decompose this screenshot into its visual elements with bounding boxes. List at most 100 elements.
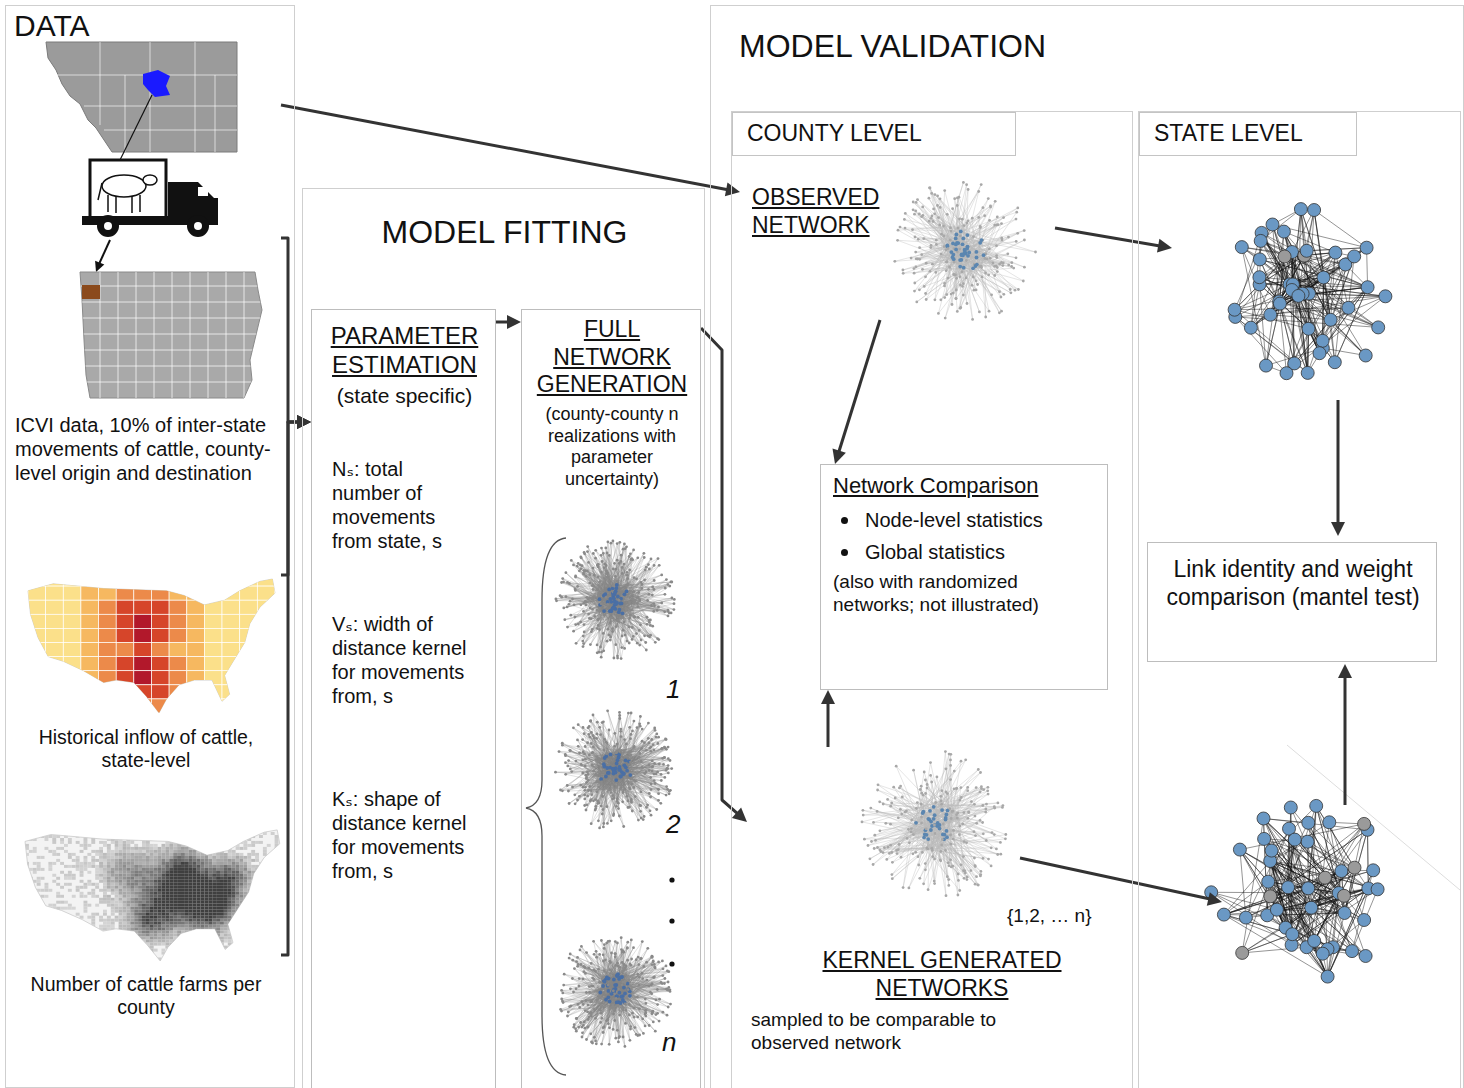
map-cell [240,847,244,850]
map-cell [154,898,158,901]
map-cell [48,904,52,907]
map-cell [134,925,138,928]
map-cell [52,874,56,877]
map-cell [150,925,154,928]
map-cell [162,904,166,907]
map-cell [216,871,220,874]
map-cell [169,916,173,919]
map-cell [240,572,258,586]
map-cell [56,910,60,913]
map-cell [165,913,169,916]
map-cell [152,657,170,671]
map-cell [158,940,162,943]
map-cell [216,913,220,916]
map-cell [204,713,222,727]
map-cell [111,877,115,880]
map-cell [257,586,275,600]
map-cell [169,600,187,614]
map-cell [193,898,197,901]
map-cell [193,871,197,874]
map-cell [80,943,84,946]
map-cell [84,859,88,862]
map-cell [201,862,205,865]
map-cell [173,874,177,877]
map-cell [201,841,205,844]
map-cell [216,904,220,907]
map-cell [177,874,181,877]
map-cell [72,832,76,835]
map-cell [247,874,251,877]
map-cell [119,847,123,850]
map-cell [228,940,232,943]
map-cell [130,943,134,946]
map-cell [80,946,84,949]
map-cell [46,586,64,600]
map-cell [111,883,115,886]
map-cell [208,844,212,847]
map-cell [232,823,236,826]
map-cell [212,895,216,898]
map-cell [103,922,107,925]
map-cell [247,916,251,919]
map-cell [216,844,220,847]
map-cell [154,889,158,892]
map-cell [247,871,251,874]
map-cell [29,946,33,949]
map-cell [107,880,111,883]
map-cell [152,713,170,727]
map-cell [123,958,127,961]
map-cell [99,643,117,657]
map-cell [185,883,189,886]
map-cell [212,955,216,958]
map-cell [154,895,158,898]
map-cell [197,868,201,871]
map-cell [41,835,45,838]
map-cell [162,868,166,871]
map-cell [63,628,81,642]
map-cell [60,829,64,832]
map-cell [243,823,247,826]
map-cell [33,829,37,832]
map-cell [165,850,169,853]
map-cell [119,949,123,952]
map-cell [123,844,127,847]
map-cell [91,856,95,859]
map-cell [236,871,240,874]
map-cell [220,904,224,907]
map-cell [91,829,95,832]
map-cell [158,850,162,853]
map-cell [99,657,117,671]
map-cell [224,922,228,925]
map-cell [243,883,247,886]
map-cell [240,880,244,883]
map-cell [46,713,64,727]
map-cell [119,841,123,844]
map-cell [138,865,142,868]
map-cell [208,850,212,853]
map-cell [236,868,240,871]
map-cell [25,889,29,892]
map-cell [165,871,169,874]
map-cell [240,952,244,955]
map-cell [134,600,152,614]
map-cell [193,880,197,883]
map-cell [162,862,166,865]
map-cell [150,946,154,949]
map-cell [80,844,84,847]
map-cell [169,847,173,850]
map-cell [162,883,166,886]
map-cell [232,898,236,901]
map-cell [201,952,205,955]
map-cell [177,931,181,934]
map-cell [181,913,185,916]
map-cell [236,922,240,925]
map-cell [84,865,88,868]
map-cell [103,961,107,964]
map-cell [220,853,224,856]
map-cell [91,889,95,892]
map-cell [240,922,244,925]
map-cell [232,889,236,892]
map-cell [193,922,197,925]
map-cell [240,643,258,657]
map-cell [60,901,64,904]
